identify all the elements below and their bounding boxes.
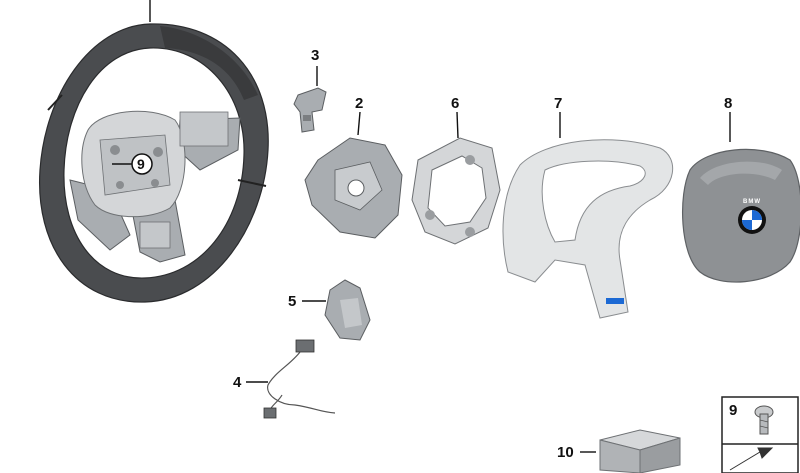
callout-label-4: 4 <box>233 374 242 391</box>
part-7-body <box>502 139 674 319</box>
hub-hole-3 <box>116 181 124 189</box>
arrow-icon <box>729 447 774 471</box>
callout-label-5: 5 <box>288 293 297 310</box>
part-5-bracket <box>302 279 371 341</box>
bmw-logo-text: BMW <box>743 199 761 205</box>
connector-top <box>295 339 315 353</box>
spoke-bracket <box>179 111 229 147</box>
part-3-bracket <box>293 66 327 133</box>
rim-seam-left <box>47 94 63 111</box>
part-5-detail <box>340 298 362 328</box>
leader-line-6 <box>456 111 459 139</box>
hub-hole-1 <box>110 145 120 155</box>
part-7-trim-cover <box>502 112 674 319</box>
part-10-kit <box>580 429 681 473</box>
part-4-wiring <box>246 339 336 419</box>
wire-main <box>267 351 336 414</box>
callout-label-9-wheel: 9 <box>137 156 145 172</box>
callout-label-8: 8 <box>724 95 733 112</box>
bmw-logo <box>738 206 766 234</box>
hub-hole-2 <box>153 147 163 157</box>
rim-seam-right <box>237 179 267 187</box>
rim-top-shade <box>160 26 258 100</box>
callout-label-10: 10 <box>557 444 574 461</box>
part-3-tab <box>303 115 311 121</box>
kit-box-front <box>599 439 641 473</box>
callout-label-3: 3 <box>311 47 320 64</box>
callout-label-6: 6 <box>451 95 460 112</box>
steering-wheel-part <box>38 0 269 303</box>
callout-label-9-inset: 9 <box>729 402 738 419</box>
steering-wheel-rim <box>38 23 269 303</box>
screw-icon <box>754 405 774 435</box>
connector-bottom <box>263 407 277 419</box>
airbag-highlight <box>700 161 782 185</box>
part-3-body <box>293 87 327 133</box>
part-6-clip-2 <box>425 210 435 220</box>
part-6-clip-1 <box>465 155 475 165</box>
kit-box-side <box>639 437 681 473</box>
leader-line-2 <box>357 111 361 136</box>
callout-label-2: 2 <box>355 95 364 112</box>
part-6-frame <box>411 111 501 245</box>
part-2-plate <box>304 111 403 239</box>
part-6-body <box>411 137 501 245</box>
spoke-bracket-lower <box>139 221 171 249</box>
part-2-hole <box>347 179 365 197</box>
part-7-m-badge <box>606 298 624 304</box>
hub-hole-4 <box>151 179 159 187</box>
part-6-clip-3 <box>465 227 475 237</box>
inset-screw-box <box>721 396 799 473</box>
part-8-airbag <box>682 112 800 283</box>
callout-label-7: 7 <box>554 95 563 112</box>
